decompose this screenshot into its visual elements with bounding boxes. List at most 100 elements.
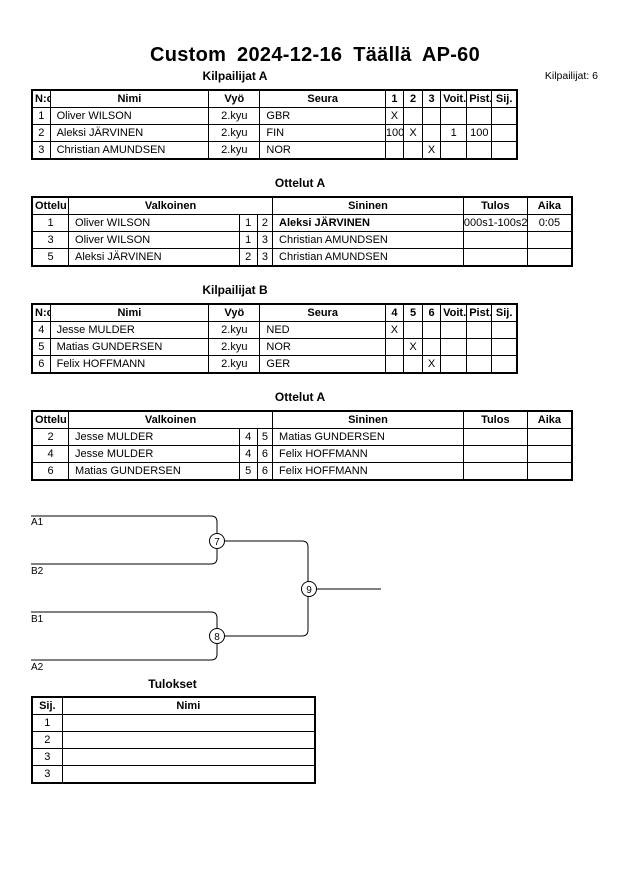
cell-belt: 2.kyu [208, 107, 261, 125]
cell-white: Matias GUNDERSEN [68, 462, 240, 481]
cell-name: Matias GUNDERSEN [49, 338, 210, 356]
col-header-wins: Voit. [440, 303, 468, 322]
bracket-node-8 [209, 628, 225, 644]
cell-white-no: 4 [238, 445, 258, 463]
cell-points [466, 321, 493, 339]
col-header-opp-2: 2 [402, 89, 424, 108]
cell-time [526, 462, 573, 481]
matches-a-table: Ottelu Valkoinen Sininen Tulos Aika 1 Ol… [31, 196, 573, 267]
cell-opp-2: X [402, 124, 424, 142]
cell-club: GBR [259, 107, 386, 125]
cell-no: 4 [31, 321, 51, 339]
pool-b-heading: Kilpailijat B [202, 283, 268, 297]
table-row: 1 Oliver WILSON 1 2 Aleksi JÄRVINEN 000s… [31, 214, 573, 232]
cell-name: Oliver WILSON [49, 107, 210, 125]
pool-a-table: N:o Nimi Vyö Seura 1 2 3 Voit. Pist. Sij… [31, 89, 518, 160]
cell-name [61, 714, 316, 732]
cell-time [526, 445, 573, 463]
table-row: 5 Aleksi JÄRVINEN 2 3 Christian AMUNDSEN [31, 248, 573, 267]
cell-points [466, 338, 493, 356]
cell-club: NED [259, 321, 386, 339]
cell-blue: Aleksi JÄRVINEN [272, 214, 464, 232]
cell-wins [440, 141, 468, 160]
cell-blue-no: 6 [256, 445, 274, 463]
page-title: Custom 2024-12-16 Täällä AP-60 [149, 44, 481, 66]
table-row: 1 [31, 714, 316, 732]
table-row: 3 Christian AMUNDSEN 2.kyu NOR X [31, 141, 518, 160]
matches-b-heading: Ottelut A [274, 390, 326, 404]
cell-white-no: 1 [238, 214, 258, 232]
cell-rank [491, 338, 518, 356]
elimination-bracket: A1 B2 B1 A2 7 8 9 [31, 515, 381, 673]
cell-opp-2 [402, 141, 424, 160]
col-header-club: Seura [259, 89, 386, 108]
cell-belt: 2.kyu [208, 355, 261, 374]
cell-white: Aleksi JÄRVINEN [68, 248, 240, 267]
bracket-line-b1 [31, 611, 218, 629]
cell-points [466, 141, 493, 160]
bracket-line-a2 [31, 644, 218, 661]
pool-a-heading: Kilpailijat A [202, 69, 268, 83]
col-header-blue: Sininen [272, 196, 464, 215]
bracket-node-7 [209, 533, 225, 549]
bracket-slot-b1: B1 [31, 614, 44, 625]
col-header-time: Aika [526, 410, 573, 429]
cell-time [526, 231, 573, 249]
pool-b-header-row: N:o Nimi Vyö Seura 4 5 6 Voit. Pist. Sij… [31, 303, 518, 322]
col-header-points: Pist. [466, 89, 493, 108]
results-heading: Tulokset [148, 677, 197, 691]
cell-match: 2 [31, 428, 70, 446]
cell-blue-no: 5 [256, 428, 274, 446]
cell-result: 000s1-100s2 [462, 214, 528, 232]
col-header-opp-4: 4 [384, 303, 404, 322]
bracket-slot-b2: B2 [31, 566, 44, 577]
cell-opp-6 [422, 338, 442, 356]
col-header-rank: Sij. [491, 89, 518, 108]
bracket-node-9 [301, 581, 317, 597]
table-row: 6 Matias GUNDERSEN 5 6 Felix HOFFMANN [31, 462, 573, 481]
cell-points: 100 [466, 124, 493, 142]
cell-name [61, 748, 316, 766]
cell-blue: Felix HOFFMANN [272, 445, 464, 463]
cell-points [466, 355, 493, 374]
cell-opp-6: X [422, 355, 442, 374]
cell-name: Aleksi JÄRVINEN [49, 124, 210, 142]
table-row: 3 [31, 765, 316, 784]
col-header-points: Pist. [466, 303, 493, 322]
col-header-rank: Sij. [491, 303, 518, 322]
cell-wins [440, 338, 468, 356]
col-header-blue: Sininen [272, 410, 464, 429]
cell-result [462, 428, 528, 446]
pool-a-header-row: N:o Nimi Vyö Seura 1 2 3 Voit. Pist. Sij… [31, 89, 518, 108]
cell-name: Felix HOFFMANN [49, 355, 210, 374]
col-header-belt: Vyö [208, 303, 261, 322]
bracket-slot-a1: A1 [31, 517, 44, 528]
cell-belt: 2.kyu [208, 321, 261, 339]
cell-opp-3 [422, 107, 442, 125]
col-header-white: Valkoinen [68, 196, 274, 215]
cell-rank [491, 355, 518, 374]
matches-b-table: Ottelu Valkoinen Sininen Tulos Aika 2 Je… [31, 410, 573, 481]
cell-name: Jesse MULDER [49, 321, 210, 339]
cell-blue: Christian AMUNDSEN [272, 248, 464, 267]
matches-a-header-row: Ottelu Valkoinen Sininen Tulos Aika [31, 196, 573, 215]
table-row: 1 Oliver WILSON 2.kyu GBR X [31, 107, 518, 125]
bracket-line-b2 [31, 549, 218, 565]
bracket-line-7-9 [224, 540, 309, 582]
cell-no: 5 [31, 338, 51, 356]
cell-white: Jesse MULDER [68, 445, 240, 463]
cell-result [462, 462, 528, 481]
cell-club: NOR [259, 338, 386, 356]
cell-belt: 2.kyu [208, 141, 261, 160]
cell-rank [491, 124, 518, 142]
cell-match: 1 [31, 214, 70, 232]
cell-result [462, 445, 528, 463]
col-header-place: Sij. [31, 696, 63, 715]
table-row: 2 Aleksi JÄRVINEN 2.kyu FIN 100 X 1 100 [31, 124, 518, 142]
col-header-result: Tulos [462, 196, 528, 215]
cell-white: Oliver WILSON [68, 214, 240, 232]
table-row: 5 Matias GUNDERSEN 2.kyu NOR X [31, 338, 518, 356]
cell-blue-no: 3 [256, 248, 274, 267]
col-header-opp-5: 5 [402, 303, 424, 322]
cell-opp-1 [384, 141, 404, 160]
